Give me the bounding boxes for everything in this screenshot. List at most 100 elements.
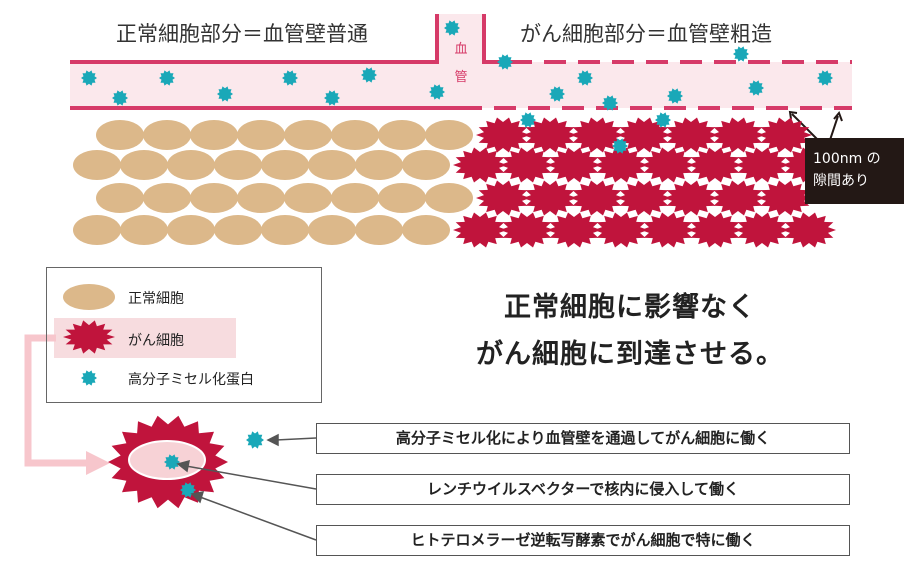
cancer-cell — [547, 212, 601, 248]
cancer-cell — [641, 212, 695, 248]
normal-cell — [120, 150, 168, 180]
cancer-cell — [735, 147, 789, 183]
pointer-line-2 — [185, 465, 317, 490]
normal-cell — [167, 215, 215, 245]
micelle-particle — [429, 84, 445, 100]
normal-cell — [143, 183, 191, 213]
normal-cell — [402, 215, 450, 245]
micelle-particle — [748, 80, 764, 96]
micelle-particle — [444, 20, 460, 36]
normal-cell — [96, 120, 144, 150]
gap-callout: 100nm の 隙間あり — [805, 138, 904, 204]
normal-cell — [73, 150, 121, 180]
cancer-cell — [688, 212, 742, 248]
pointer-head-1 — [266, 433, 279, 447]
normal-cell — [120, 215, 168, 245]
cancer-cell — [688, 147, 742, 183]
micelle-particle — [549, 86, 565, 102]
cancer-cell-icon-shape — [63, 320, 115, 354]
normal-cell — [284, 183, 332, 213]
cancer-cell — [453, 147, 507, 183]
cancer-cell — [617, 117, 671, 153]
cancer-cell — [570, 180, 624, 216]
highlight-arrow-path — [24, 334, 88, 467]
normal-cell — [308, 150, 356, 180]
vessel-lumen — [70, 62, 852, 108]
gap-callout-line-2: 隙間あり — [813, 173, 869, 189]
vessel-wall-top-left — [70, 14, 439, 64]
normal-cell — [355, 215, 403, 245]
description-pointers — [176, 433, 317, 541]
cancer-cell — [453, 212, 507, 248]
micelle-particle — [282, 70, 298, 86]
normal-cell — [190, 120, 238, 150]
normal-cell — [331, 183, 379, 213]
cancer-cell — [476, 117, 530, 153]
cancer-cell — [476, 180, 530, 216]
cancer-cell-layer — [453, 117, 836, 248]
normal-cell-layer — [73, 120, 473, 245]
micelle-particle — [577, 70, 593, 86]
normal-cell — [378, 183, 426, 213]
gap-pointer-head-2 — [833, 111, 843, 122]
cancer-cell — [594, 147, 648, 183]
cancer-cell — [500, 212, 554, 248]
normal-cell — [237, 120, 285, 150]
normal-cell — [167, 150, 215, 180]
normal-cell — [261, 150, 309, 180]
headline-line-1: 正常細胞に影響なく — [504, 292, 756, 323]
pointer-head-3 — [190, 491, 205, 504]
normal-cell — [214, 150, 262, 180]
micelle-particle — [112, 90, 128, 106]
normal-part-label: 正常細胞部分＝血管壁普通 — [116, 22, 368, 46]
micelle-particle — [733, 46, 749, 62]
normal-cell — [73, 215, 121, 245]
micelle-particle — [361, 67, 377, 83]
gap-callout-line-1: 100nm の — [813, 151, 881, 167]
cancer-cell — [547, 147, 601, 183]
cancer-cell — [758, 117, 812, 153]
legend-label-micelle: 高分子ミセル化蛋白 — [128, 372, 254, 388]
cancer-cell — [523, 117, 577, 153]
cancer-cell — [782, 212, 836, 248]
cancer-cell — [711, 117, 765, 153]
pointer-head-2 — [176, 459, 190, 473]
gap-pointer-head-1 — [788, 110, 798, 120]
micelle-particle — [817, 70, 833, 86]
micelle-particle — [81, 370, 97, 386]
normal-cell — [143, 120, 191, 150]
legend-label-cancer: がん細胞 — [128, 333, 184, 349]
description-htert: ヒトテロメラーゼ逆転写酵素でがん細胞で特に働く — [316, 525, 850, 556]
micelle-particle — [164, 454, 180, 470]
micelle-particle — [324, 90, 340, 106]
normal-cell — [425, 120, 473, 150]
highlight-arrow-head — [86, 451, 110, 475]
legend — [46, 267, 322, 403]
cancer-cell — [735, 212, 789, 248]
micelle-particle — [217, 86, 233, 102]
normal-cell-icon — [63, 284, 115, 310]
micelle-layer — [81, 20, 833, 154]
normal-cell — [214, 215, 262, 245]
vessel-wall-branch-right — [482, 14, 510, 64]
gap-pointer — [788, 110, 843, 141]
gap-pointer-line-2 — [829, 115, 839, 141]
normal-cell — [237, 183, 285, 213]
normal-cell — [96, 183, 144, 213]
pointer-line-3 — [199, 496, 317, 541]
micelle-icon — [81, 370, 97, 386]
vessel-branch-lumen — [437, 14, 484, 64]
normal-cell — [425, 183, 473, 213]
normal-cell — [308, 215, 356, 245]
legend-label-normal: 正常細胞 — [128, 291, 184, 307]
normal-cell — [284, 120, 332, 150]
micelle-particle — [81, 70, 97, 86]
pointer-line-1 — [275, 437, 317, 441]
micelle-particle — [497, 54, 513, 70]
cancer-cell — [523, 180, 577, 216]
cancer-cell — [641, 147, 695, 183]
micelle-particle — [520, 112, 536, 128]
micelle-particle — [246, 431, 264, 449]
vessel-wall — [70, 14, 852, 110]
